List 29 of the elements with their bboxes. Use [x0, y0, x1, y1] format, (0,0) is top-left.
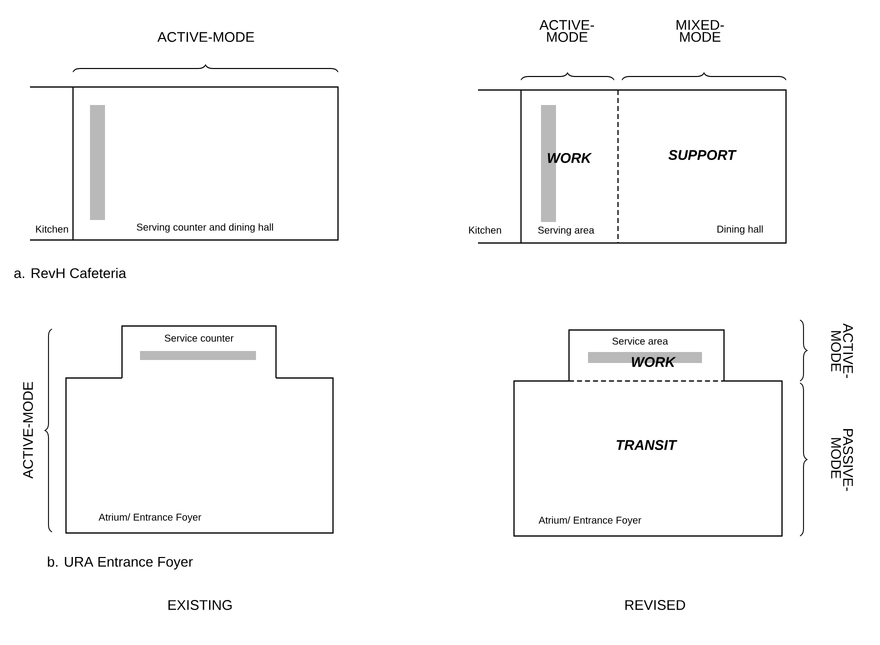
zone-label: WORK: [632, 357, 676, 367]
room-box: [513, 380, 783, 537]
mode-label: MIXED- MODE: [676, 20, 724, 42]
mode-label: REVISED: [625, 600, 686, 610]
room-box: [121, 325, 277, 378]
room-box: [65, 377, 334, 534]
zone-label: WORK: [548, 153, 592, 163]
mode-label: b. URA Entrance Foyer: [48, 556, 193, 570]
zone-label: TRANSIT: [616, 440, 678, 450]
mode-label: ACTIVE-MODE: [157, 32, 254, 42]
room-label: Serving counter and dining hall: [136, 223, 273, 233]
mode-label: EXISTING: [168, 600, 232, 610]
mode-label: ACTIVE-MODE: [23, 382, 33, 479]
room-label: Atrium/ Entrance Foyer: [98, 513, 202, 523]
mode-label: Kitchen: [469, 226, 502, 234]
room-label: Dining hall: [717, 225, 763, 235]
mode-label: ACTIVE- MODE: [539, 20, 594, 42]
room-label: Service counter: [164, 334, 234, 342]
room-box: [618, 89, 787, 244]
room-box: [72, 86, 339, 241]
room-label: Service area: [612, 337, 668, 345]
mode-label: a. RevH Cafeteria: [14, 268, 126, 278]
room-label: Serving area: [538, 226, 594, 236]
mode-label: ACTIVE- MODE: [831, 323, 853, 378]
room-box: [568, 329, 725, 382]
room-label: Atrium/ Entrance Foyer: [538, 516, 642, 526]
room-box: [520, 89, 619, 244]
mode-label: PASSIVE- MODE: [831, 429, 853, 491]
zone-label: SUPPORT: [668, 150, 737, 160]
